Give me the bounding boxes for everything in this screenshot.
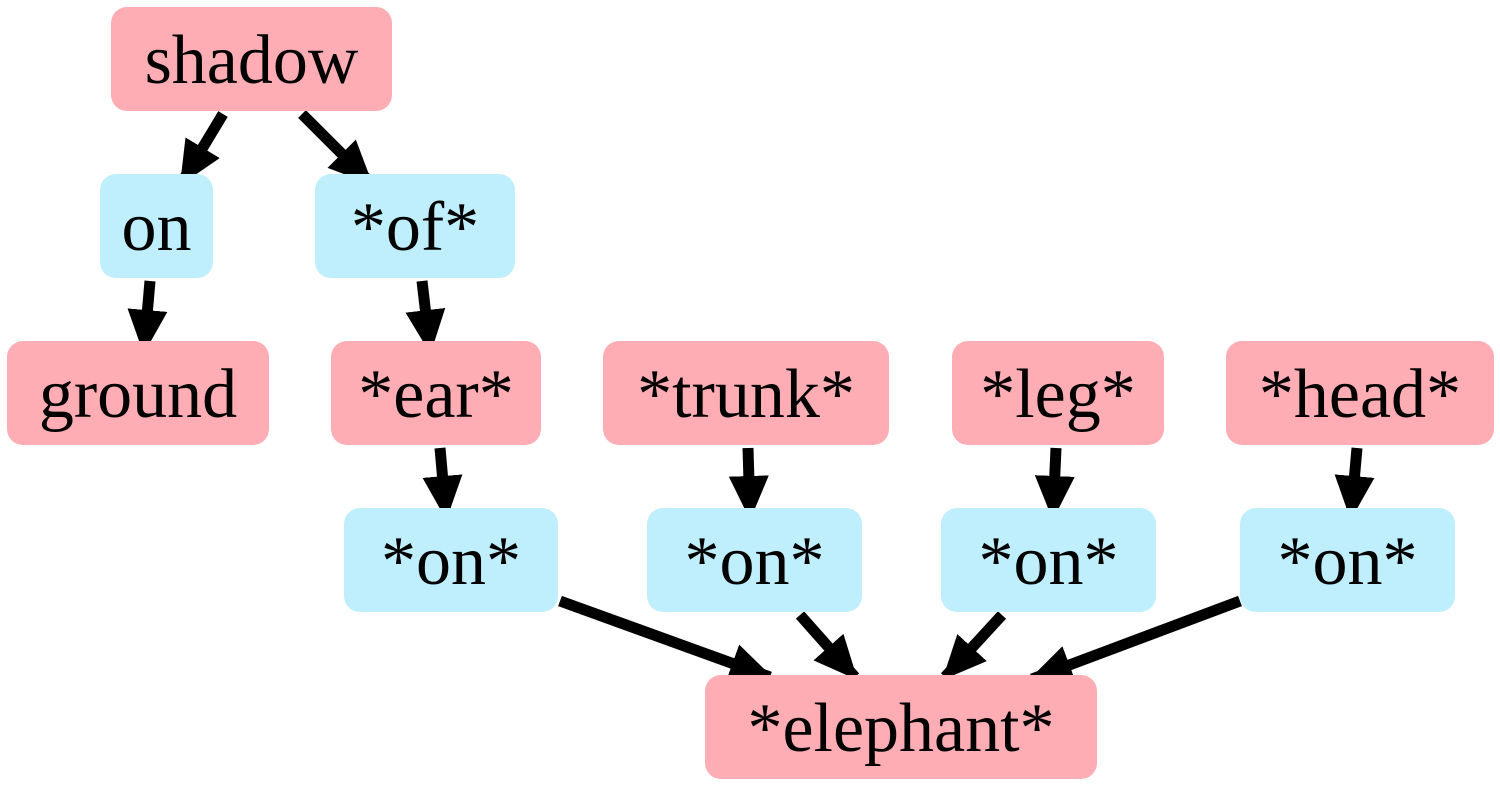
edge-on_ear-to-elephant [558, 595, 774, 683]
node-label-ear: *ear* [358, 356, 513, 433]
node-label-on-trunk: *on* [685, 523, 825, 600]
node-box-on-trunk [647, 508, 862, 612]
node-label-leg: *leg* [980, 356, 1136, 433]
edge-head-to-on_head [1334, 447, 1375, 520]
edge-on_leg-to-elephant [940, 611, 1007, 681]
node-on-trunk: *on* [647, 508, 862, 612]
node-box-head [1226, 341, 1494, 445]
edge-on_head-to-elephant [1028, 595, 1242, 685]
edge-on_trunk-to-elephant [795, 611, 860, 681]
edge-shadow-to-of [298, 110, 374, 186]
node-box-on-ear [344, 508, 558, 612]
node-box-on-head [1240, 508, 1455, 612]
node-label-on-1: on [122, 189, 192, 266]
node-on-head: *on* [1240, 508, 1455, 612]
node-label-ground: ground [39, 356, 237, 433]
edges-layer [127, 110, 1375, 685]
edge-ear-to-on_ear [422, 447, 463, 520]
node-box-leg [952, 341, 1164, 445]
node-label-trunk: *trunk* [637, 356, 855, 433]
node-label-on-ear: *on* [381, 523, 521, 600]
node-label-on-leg: *on* [979, 523, 1119, 600]
nodes-layer: shadow on *of* ground *ear* *trunk* *leg* *head… [7, 7, 1494, 779]
node-trunk: *trunk* [603, 341, 889, 445]
node-box-shadow [111, 7, 392, 111]
node-shadow: shadow [111, 7, 392, 111]
node-label-on-head: *on* [1278, 523, 1418, 600]
node-box-on-1 [100, 174, 213, 278]
node-label-of: *of* [351, 189, 479, 266]
node-label-shadow: shadow [145, 22, 359, 99]
node-on-leg: *on* [941, 508, 1156, 612]
node-label-head: *head* [1259, 356, 1461, 433]
node-of: *of* [315, 174, 515, 278]
node-leg: *leg* [952, 341, 1164, 445]
node-box-elephant [705, 675, 1097, 779]
edge-leg-to-on_leg [1034, 447, 1075, 520]
edge-trunk-to-on_trunk [728, 447, 769, 520]
node-label-elephant: *elephant* [747, 690, 1054, 767]
node-ear: *ear* [331, 341, 541, 445]
node-elephant: *elephant* [705, 675, 1097, 779]
node-box-of [315, 174, 515, 278]
node-head: *head* [1226, 341, 1494, 445]
edge-of-to-ear [405, 280, 446, 354]
node-box-ear [331, 341, 541, 445]
edge-on_1-to-ground [127, 280, 168, 354]
node-ground: ground [7, 341, 269, 445]
edge-shadow-to-on_1 [177, 111, 228, 186]
node-on-ear: *on* [344, 508, 558, 612]
node-box-ground [7, 341, 269, 445]
node-on-1: on [100, 174, 213, 278]
node-box-trunk [603, 341, 889, 445]
node-box-on-leg [941, 508, 1156, 612]
